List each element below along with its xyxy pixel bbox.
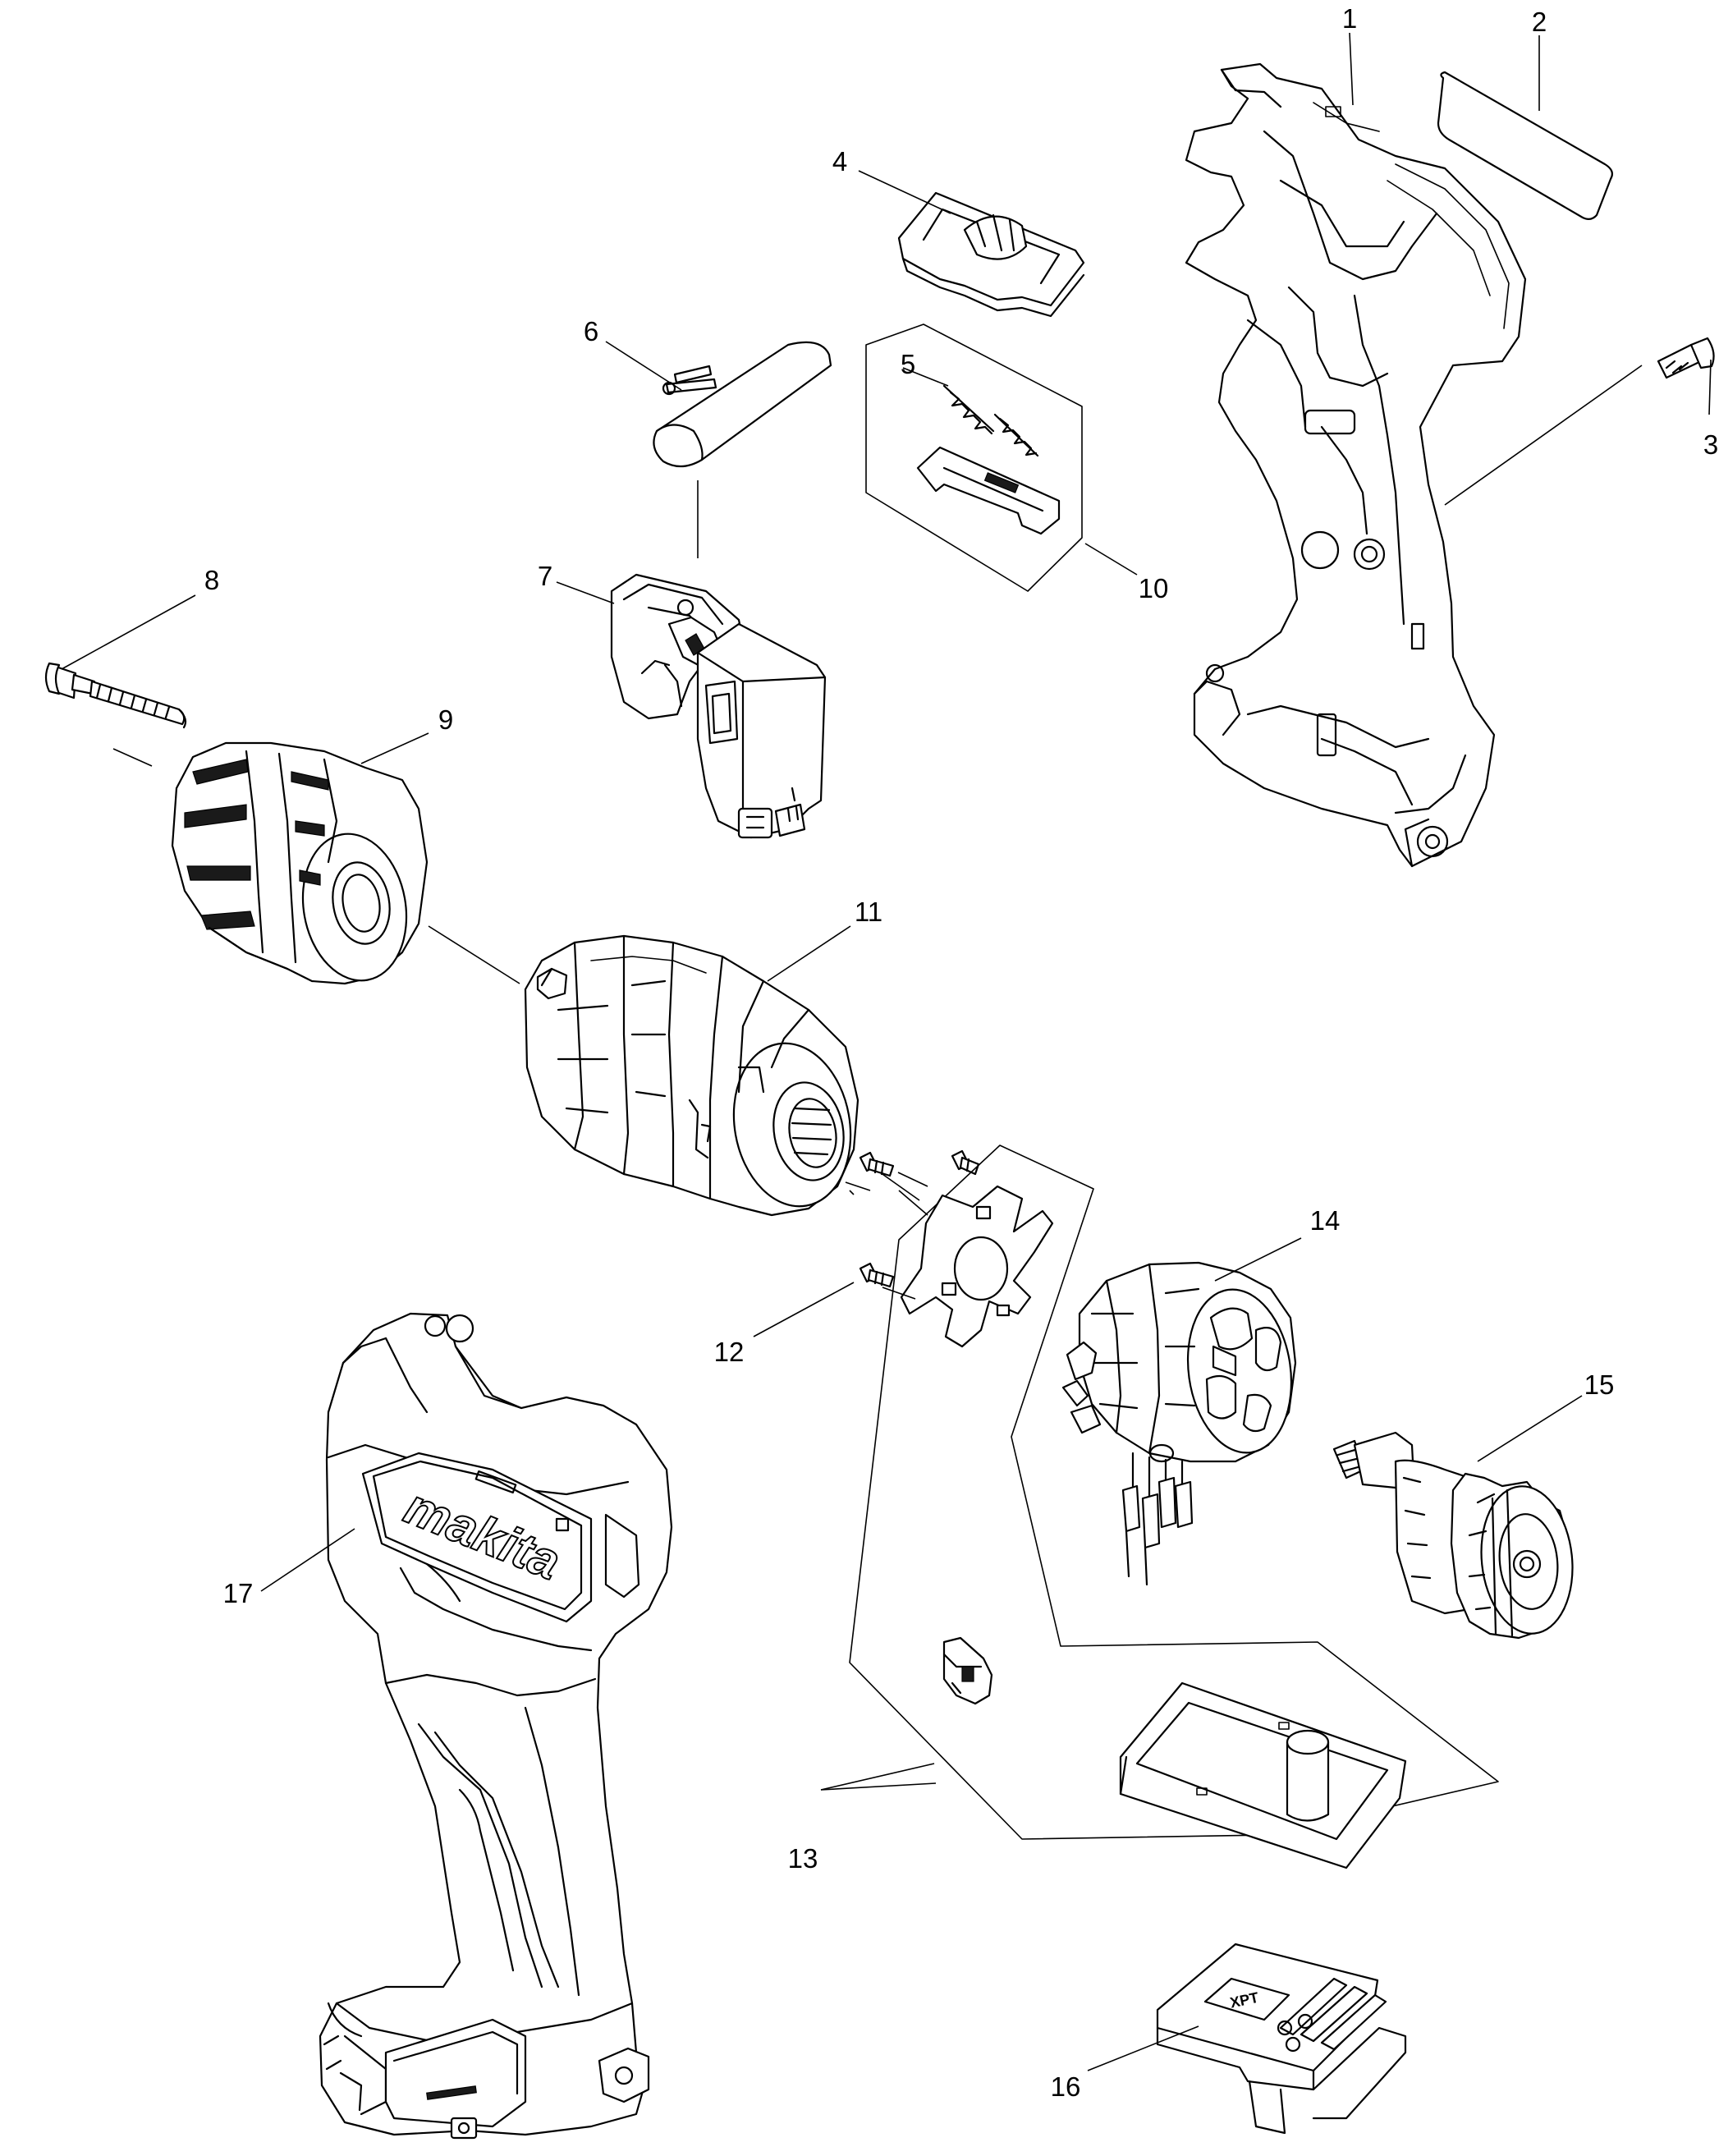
part-label-6: 6 <box>584 316 598 346</box>
lever-slider-icon <box>916 446 1061 535</box>
switch-lever-icon <box>653 341 832 468</box>
pan-head-screws-icon <box>859 1149 980 1288</box>
part-label-1: 1 <box>1342 3 1357 34</box>
part-number-labels: 1 2 3 4 5 6 7 8 9 10 11 12 13 14 15 16 1… <box>204 3 1718 2102</box>
part-label-7: 7 <box>538 561 552 591</box>
stator-icon <box>1061 1261 1297 1586</box>
part-label-14: 14 <box>1310 1205 1341 1236</box>
part-label-8: 8 <box>204 565 219 595</box>
part-label-4: 4 <box>832 146 847 177</box>
lever-set-group-icon <box>865 323 1083 592</box>
chuck-screw-icon <box>44 662 187 729</box>
part-label-12: 12 <box>714 1337 745 1367</box>
part-label-13: 13 <box>788 1843 818 1874</box>
part-label-16: 16 <box>1051 2071 1081 2102</box>
controller-case-icon <box>1119 1681 1407 1869</box>
part-label-2: 2 <box>1532 7 1547 37</box>
controller-board-icon: XPT <box>1156 1943 1407 2135</box>
part-label-11: 11 <box>855 897 882 927</box>
connector-clip-icon <box>942 1636 993 1705</box>
part-label-15: 15 <box>1584 1369 1615 1400</box>
part-label-3: 3 <box>1703 429 1718 460</box>
gear-assembly-icon <box>524 934 860 1217</box>
controller-group-icon <box>849 1145 1499 1840</box>
rear-housing-half-icon <box>1185 62 1527 868</box>
part-label-10: 10 <box>1139 573 1169 603</box>
part-label-9: 9 <box>438 704 453 735</box>
keyless-chuck-icon <box>171 741 429 985</box>
front-housing-set-icon: makita <box>319 1312 673 2140</box>
name-plate-label-icon <box>1437 71 1613 221</box>
tapping-screw-icon <box>1657 337 1715 379</box>
rotor-armature-icon <box>1332 1431 1574 1640</box>
compression-springs-icon <box>942 384 1039 457</box>
part-label-17: 17 <box>223 1578 254 1608</box>
part-label-5: 5 <box>901 349 915 379</box>
trigger-switch-icon <box>610 573 827 839</box>
sensor-plate-icon <box>900 1185 1054 1348</box>
leader-lines <box>61 32 1712 2071</box>
reversing-change-lever-icon <box>897 191 1085 318</box>
